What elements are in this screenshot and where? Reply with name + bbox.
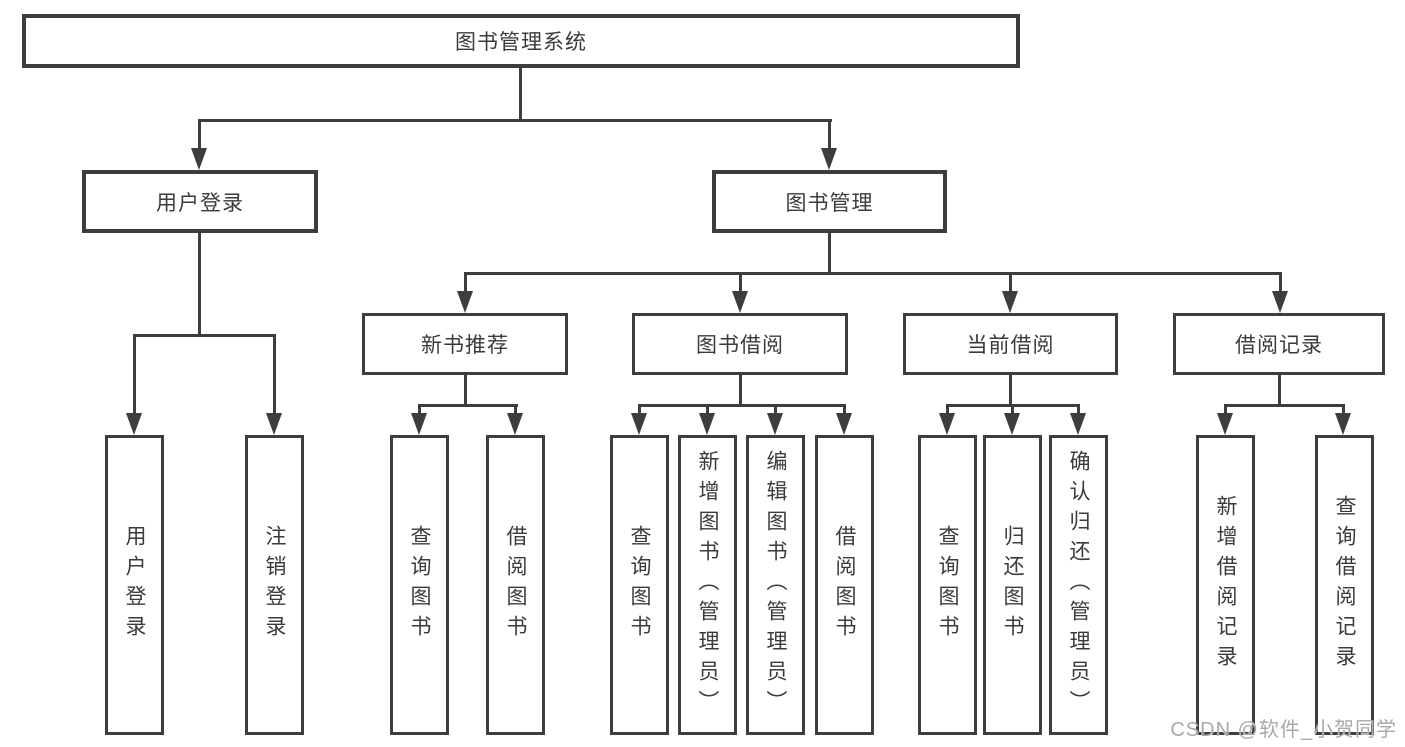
node-label: 图书管理系统: [455, 31, 587, 54]
leaf-label: 查询图书: [408, 525, 431, 645]
arrowhead-down-icon: [767, 413, 783, 435]
leaf-label: 编辑图书（管理员）: [764, 450, 787, 720]
connector-vline: [464, 272, 467, 293]
leaf-confirm-return-admin: 确认归还（管理员）: [1049, 435, 1108, 735]
leaf-return-books: 归还图书: [983, 435, 1042, 735]
arrowhead-down-icon: [821, 148, 837, 170]
node-label: 图书管理: [785, 191, 874, 215]
connector-vline: [828, 233, 831, 275]
connector-vline: [1009, 272, 1012, 293]
arrowhead-down-icon: [1002, 291, 1018, 313]
connector-vline: [1279, 272, 1282, 293]
connector-vline: [706, 404, 709, 415]
connector-vline: [828, 119, 831, 150]
csdn-watermark: CSDN @软件_小贺同学: [1170, 719, 1397, 741]
leaf-label: 新增图书（管理员）: [696, 450, 719, 720]
node-borrow-records: 借阅记录: [1173, 313, 1385, 375]
arrowhead-down-icon: [266, 413, 282, 435]
leaf-query-books-current: 查询图书: [918, 435, 977, 735]
connector-vline: [638, 404, 641, 415]
connector-vline: [464, 375, 467, 407]
connector-vline: [418, 404, 421, 415]
connector-hline: [638, 404, 846, 407]
arrowhead-down-icon: [411, 413, 427, 435]
leaf-borrow-books-newbook: 借阅图书: [486, 435, 545, 735]
arrowhead-down-icon: [732, 291, 748, 313]
leaf-label: 新增借阅记录: [1214, 495, 1237, 675]
connector-vline: [198, 119, 201, 150]
leaf-label: 借阅图书: [504, 525, 527, 645]
leaf-label: 确认归还（管理员）: [1067, 450, 1090, 720]
leaf-query-books-borrowing: 查询图书: [610, 435, 669, 735]
arrowhead-down-icon: [1004, 413, 1020, 435]
leaf-add-borrow-record: 新增借阅记录: [1196, 435, 1255, 735]
arrowhead-down-icon: [191, 148, 207, 170]
connector-hline: [464, 272, 1281, 275]
node-new-book-recommend: 新书推荐: [362, 313, 568, 375]
node-user-login: 用户登录: [82, 170, 318, 233]
connector-vline: [519, 68, 522, 122]
connector-vline: [1077, 404, 1080, 415]
arrowhead-down-icon: [457, 291, 473, 313]
arrowhead-down-icon: [939, 413, 955, 435]
arrowhead-down-icon: [1217, 413, 1233, 435]
leaf-edit-books-admin: 编辑图书（管理员）: [746, 435, 805, 735]
connector-vline: [133, 334, 136, 415]
connector-hline: [418, 404, 518, 407]
connector-vline: [1009, 375, 1012, 407]
leaf-label: 查询借阅记录: [1333, 495, 1356, 675]
arrowhead-down-icon: [699, 413, 715, 435]
node-label: 新书推荐: [421, 334, 509, 357]
connector-vline: [739, 375, 742, 407]
connector-hline: [1224, 404, 1344, 407]
leaf-label: 用户登录: [123, 525, 146, 645]
connector-vline: [1342, 404, 1345, 415]
leaf-label: 注销登录: [263, 525, 286, 645]
connector-vline: [1011, 404, 1014, 415]
leaf-label: 查询图书: [628, 525, 651, 645]
leaf-query-borrow-record: 查询借阅记录: [1315, 435, 1374, 735]
node-label: 借阅记录: [1235, 334, 1323, 357]
connector-vline: [739, 272, 742, 293]
leaf-label: 借阅图书: [833, 525, 856, 645]
leaf-query-books-newbook: 查询图书: [390, 435, 449, 735]
leaf-logout: 注销登录: [245, 435, 304, 735]
connector-vline: [273, 334, 276, 415]
connector-vline: [198, 233, 201, 337]
leaf-label: 查询图书: [936, 525, 959, 645]
node-label: 当前借阅: [966, 334, 1055, 357]
arrowhead-down-icon: [1335, 413, 1351, 435]
connector-vline: [1278, 375, 1281, 407]
arrowhead-down-icon: [1272, 291, 1288, 313]
arrowhead-down-icon: [507, 413, 523, 435]
arrowhead-down-icon: [836, 413, 852, 435]
leaf-add-books-admin: 新增图书（管理员）: [678, 435, 737, 735]
leaf-borrow-books-borrowing: 借阅图书: [815, 435, 874, 735]
connector-vline: [774, 404, 777, 415]
connector-hline: [133, 334, 276, 337]
connector-vline: [843, 404, 846, 415]
node-book-management: 图书管理: [712, 170, 947, 233]
arrowhead-down-icon: [1070, 413, 1086, 435]
node-library-management-system: 图书管理系统: [22, 14, 1020, 68]
connector-vline: [514, 404, 517, 415]
node-book-borrowing: 图书借阅: [632, 313, 848, 375]
node-current-borrowing: 当前借阅: [903, 313, 1118, 375]
node-label: 图书借阅: [696, 334, 784, 357]
arrowhead-down-icon: [631, 413, 647, 435]
leaf-user-login: 用户登录: [105, 435, 164, 735]
connector-hline: [198, 119, 832, 122]
leaf-label: 归还图书: [1001, 525, 1024, 645]
arrowhead-down-icon: [126, 413, 142, 435]
connector-vline: [1224, 404, 1227, 415]
connector-vline: [946, 404, 949, 415]
node-label: 用户登录: [156, 191, 244, 215]
